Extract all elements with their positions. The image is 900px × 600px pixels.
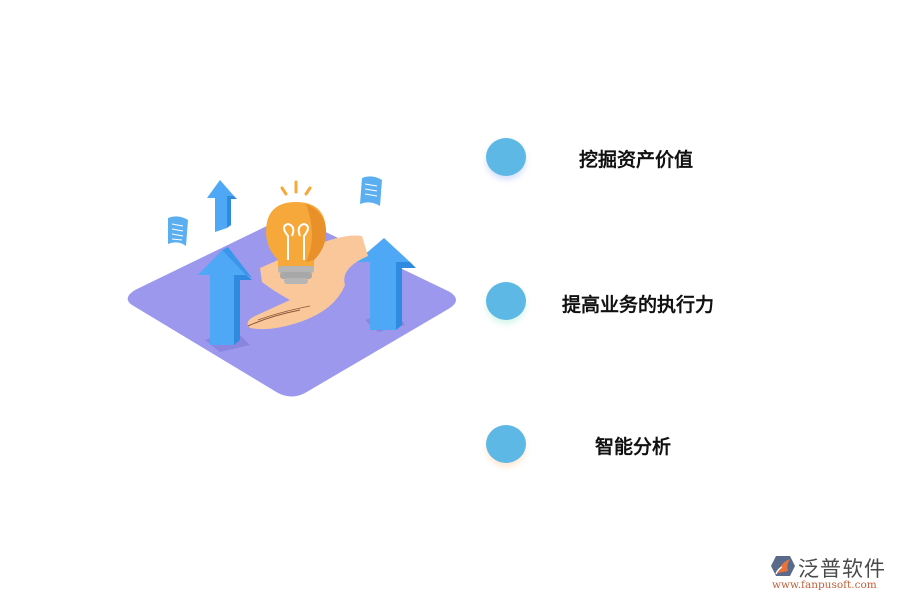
fanpu-logo-icon (771, 556, 795, 576)
brand-name: 泛普软件 (798, 557, 886, 581)
feature-item-asset-value (486, 137, 526, 177)
feature-item-execution (486, 281, 526, 321)
feature-label: 智能分析 (594, 436, 672, 458)
brand-url: www.fanpusoft.com (772, 579, 877, 591)
bullet-dot-icon (486, 138, 526, 176)
hand-illustration (247, 235, 368, 330)
arrow-up-icon-left (198, 247, 252, 345)
arrow-up-icon-small (207, 180, 237, 232)
document-icon-left (168, 216, 188, 246)
arrow-up-icon-right (356, 238, 416, 330)
light-bulb-icon (266, 180, 326, 284)
brand-logo: 泛普软件 www.fanpusoft.com (770, 553, 895, 593)
feature-label: 挖掘资产价值 (578, 149, 694, 171)
bullet-dot-icon (486, 425, 526, 463)
bullet-dot-icon (486, 282, 526, 320)
feature-label: 提高业务的执行力 (561, 294, 715, 316)
feature-item-smart-analysis (486, 424, 526, 464)
document-icon-right (360, 176, 382, 206)
